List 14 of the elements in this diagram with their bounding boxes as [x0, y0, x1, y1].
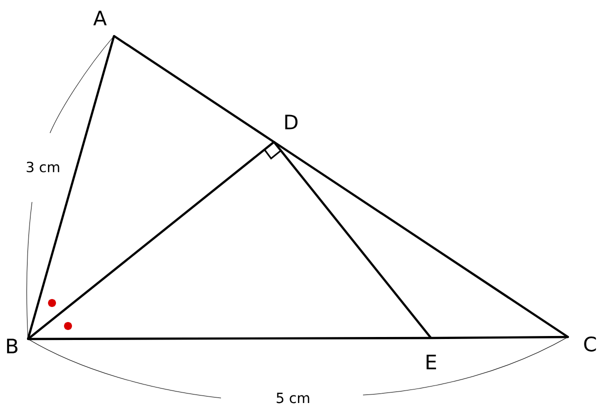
- point-label: A: [93, 10, 107, 26]
- line-segment: [273, 141, 432, 339]
- point-label: E: [426, 354, 436, 370]
- length-label: 5 cm: [276, 392, 310, 404]
- point-label: C: [584, 336, 596, 352]
- line-segment: [27, 336, 432, 340]
- line-segment: [273, 141, 569, 338]
- line-segment: [27, 141, 275, 340]
- point-label: D: [285, 114, 298, 130]
- line-segment: [430, 336, 569, 340]
- length-label: 3 cm: [26, 162, 60, 172]
- point-label: B: [7, 338, 18, 354]
- line-segment: [113, 35, 275, 143]
- line-segment: [26, 35, 116, 340]
